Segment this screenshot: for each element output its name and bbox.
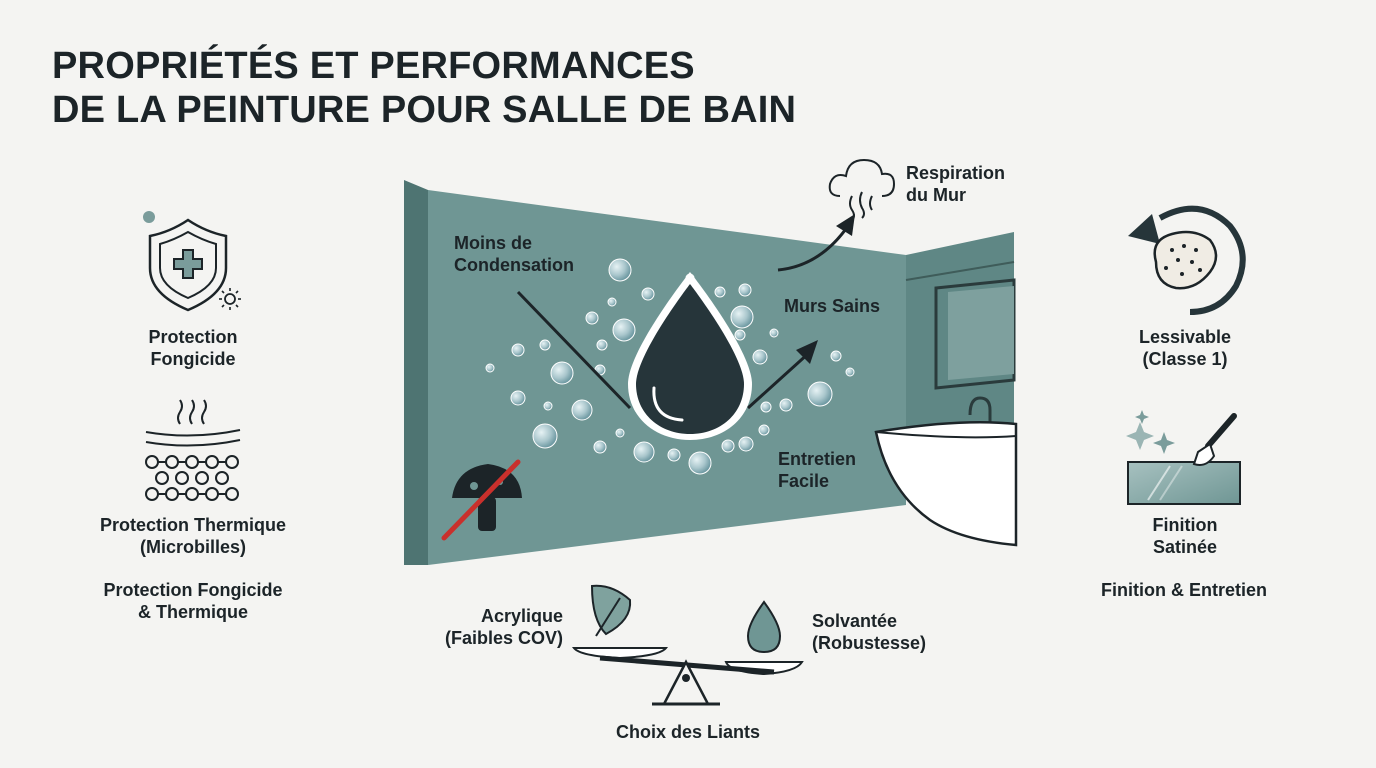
label-washable-line1: Lessivable <box>1138 327 1232 347</box>
leaf-icon <box>590 584 632 636</box>
oil-drop-icon <box>746 600 782 654</box>
title-line-2: DE LA PEINTURE POUR SALLE DE BAIN <box>52 89 797 131</box>
label-right-group: Finition & Entretien <box>1078 579 1290 601</box>
condensation-arrow <box>516 290 632 410</box>
label-acrylic-line1: Acrylique <box>480 606 563 626</box>
label-fungicide-line1: Protection <box>148 327 238 347</box>
label-fungicide: Protection Fongicide <box>118 326 268 370</box>
water-drop-icon <box>628 272 752 440</box>
cloud-vapor-icon <box>828 158 896 221</box>
label-finish-line1: Finition <box>1152 515 1218 535</box>
label-maintenance-line2: Facile <box>778 471 830 491</box>
no-mushroom-icon <box>441 459 522 541</box>
label-left-group: Protection Fongicide & Thermique <box>88 579 298 623</box>
label-left-group-line1: Protection Fongicide <box>103 580 283 600</box>
label-thermal-line2: (Microbilles) <box>139 537 246 557</box>
bathtub <box>874 420 1018 547</box>
label-breathing-line2: du Mur <box>906 185 966 205</box>
label-condensation-line2: Condensation <box>454 255 574 275</box>
label-finish: Finition Satinée <box>1110 514 1260 558</box>
label-maintenance-line1: Entretien <box>778 449 857 469</box>
title-line-1: PROPRIÉTÉS ET PERFORMANCES <box>52 45 695 87</box>
label-maintenance: Entretien Facile <box>778 448 856 492</box>
healthy-wall-arrow <box>746 340 818 410</box>
label-breathing: Respiration du Mur <box>906 162 1005 206</box>
page-title: PROPRIÉTÉS ET PERFORMANCES DE LA PEINTUR… <box>52 44 796 132</box>
breathing-arrow <box>777 214 855 272</box>
sponge-refresh-icon <box>1128 205 1246 315</box>
faucet-icon <box>968 396 992 416</box>
label-washable-line2: (Classe 1) <box>1142 349 1228 369</box>
label-washable: Lessivable (Classe 1) <box>1110 326 1260 370</box>
label-left-group-line2: & Thermique <box>137 602 248 622</box>
label-condensation: Moins de Condensation <box>454 232 574 276</box>
label-acrylic-line2: (Faibles COV) <box>444 628 563 648</box>
label-binder-choice: Choix des Liants <box>588 721 788 743</box>
microbeads-icon <box>145 399 241 501</box>
shield-cross-icon <box>143 211 241 312</box>
label-breathing-line1: Respiration <box>906 163 1006 183</box>
label-healthy-walls: Murs Sains <box>784 295 880 317</box>
label-acrylic: Acrylique (Faibles COV) <box>430 605 563 649</box>
label-finish-line2: Satinée <box>1152 537 1218 557</box>
label-solvent-line1: Solvantée <box>812 611 898 631</box>
balance-scale-icon <box>571 584 804 706</box>
label-thermal-line1: Protection Thermique <box>99 515 287 535</box>
label-solvent: Solvantée (Robustesse) <box>812 610 926 654</box>
label-right-group-line1: Finition & Entretien <box>1101 580 1267 600</box>
label-healthy-walls-line1: Murs Sains <box>784 296 881 316</box>
label-fungicide-line2: Fongicide <box>150 349 236 369</box>
label-solvent-line2: (Robustesse) <box>812 633 927 653</box>
label-binder-choice-text: Choix des Liants <box>615 722 761 742</box>
label-thermal: Protection Thermique (Microbilles) <box>88 514 298 558</box>
label-condensation-line1: Moins de <box>454 233 533 253</box>
paintbrush-sparkle-icon <box>1126 410 1241 505</box>
